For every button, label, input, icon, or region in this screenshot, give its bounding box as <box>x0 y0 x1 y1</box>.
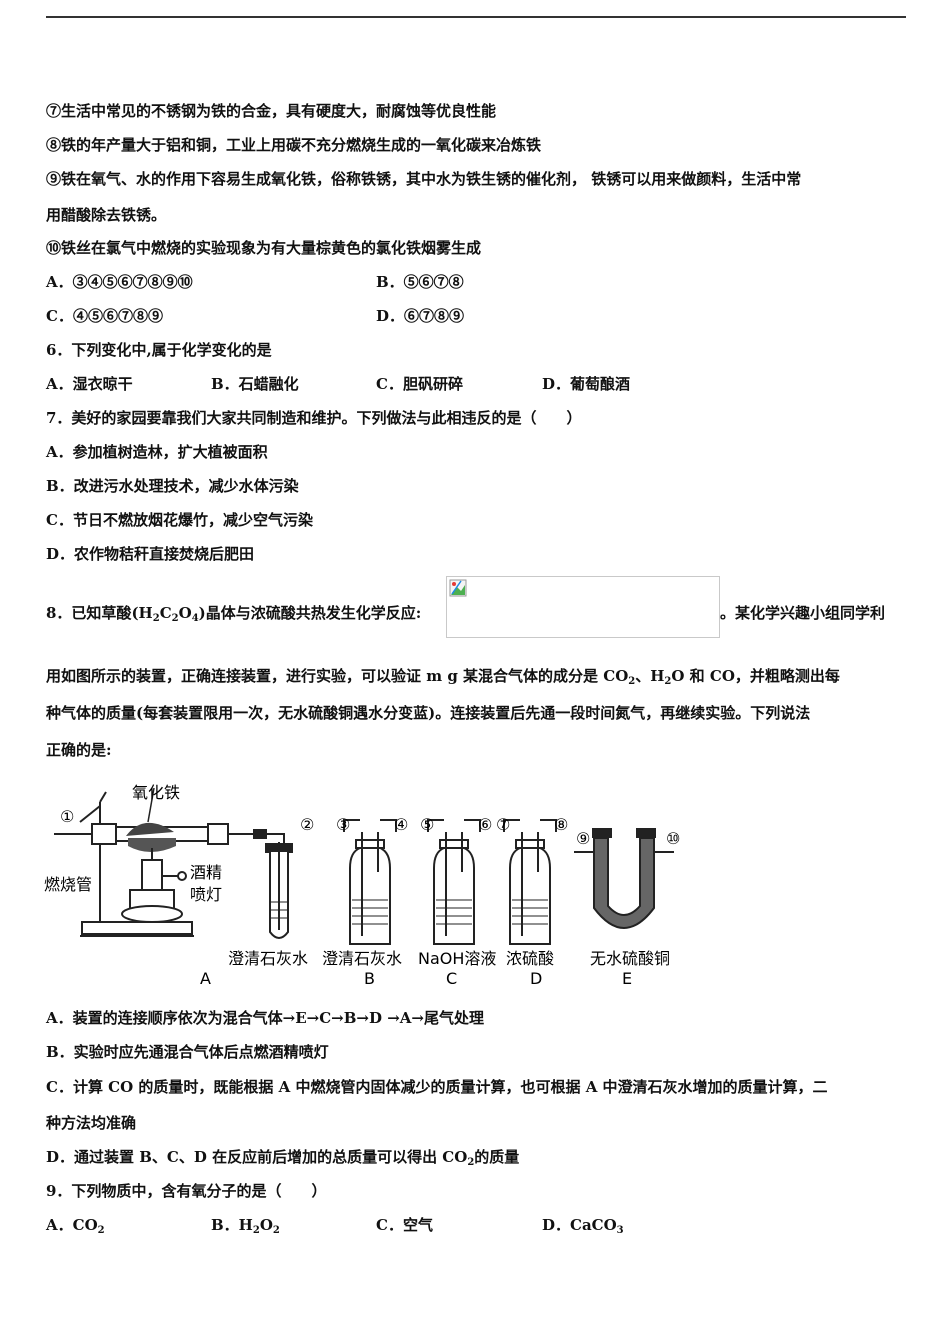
reagent-label-e: 无水硫酸铜 <box>590 949 670 968</box>
broken-image-icon <box>449 579 467 597</box>
subscript: 2 <box>171 613 179 624</box>
q6-option-d: D．葡萄酿酒 <box>542 375 631 393</box>
q8-option-d-part: 的质量 <box>474 1148 520 1166</box>
q8-stem: 8．已知草酸(H2C2O4)晶体与浓硫酸共热发生化学反应: <box>46 603 421 629</box>
u-tube-e <box>574 828 674 929</box>
q9-option-c: C．空气 <box>376 1216 433 1234</box>
subscript: 2 <box>467 1157 475 1168</box>
reaction-equation-image <box>446 576 720 638</box>
port-label: ⑥ <box>478 815 492 834</box>
q7-stem: 7．美好的家园要靠我们大家共同制造和维护。下列做法与此相违反的是（ ） <box>46 409 582 427</box>
subscript: 4 <box>191 613 199 624</box>
text-line: ⑦生活中常见的不锈钢为铁的合金，具有硬度大，耐腐蚀等优良性能 <box>46 102 497 120</box>
q5-option-a: A．③④⑤⑥⑦⑧⑨⑩ <box>46 273 193 291</box>
text-line: ⑧铁的年产量大于铝和铜，工业上用碳不充分燃烧生成的一氧化碳来冶炼铁 <box>46 136 542 154</box>
q9-option-b-part: O <box>259 1216 273 1234</box>
q8-stem-continued: 。某化学兴趣小组同学利 <box>720 604 886 622</box>
apparatus-diagram: ① ② ③ ④ ⑤ ⑥ ⑦ ⑧ ⑨ ⑩ 氧化铁 酒精 喷灯 燃烧管 澄清石灰水 … <box>44 783 680 988</box>
q8-line-part: O 和 CO，并粗略测出每 <box>671 667 840 685</box>
q6-option-c: C．胆矾研碎 <box>376 375 463 393</box>
q7-option-a: A．参加植树造林，扩大植被面积 <box>46 443 268 461</box>
q7-option-b: B．改进污水处理技术，减少水体污染 <box>46 477 299 495</box>
subscript: 2 <box>272 1225 280 1236</box>
q8-line: 正确的是: <box>46 741 112 759</box>
port-label: ④ <box>394 815 408 834</box>
device-letter: E <box>622 969 632 988</box>
reagent-label-d: 浓硫酸 <box>506 949 554 968</box>
text-line: ⑩铁丝在氯气中燃烧的实验现象为有大量棕黄色的氯化铁烟雾生成 <box>46 239 482 257</box>
q9-option-b: B．H2O2 <box>211 1215 280 1241</box>
subscript: 2 <box>152 613 160 624</box>
q5-option-b: B．⑤⑥⑦⑧ <box>376 273 464 291</box>
q8-option-b: B．实验时应先通混合气体后点燃酒精喷灯 <box>46 1043 329 1061</box>
text-line: ⑨铁在氧气、水的作用下容易生成氧化铁，俗称铁锈，其中水为铁生锈的催化剂， 铁锈可… <box>46 170 802 188</box>
device-letter: A <box>200 969 211 988</box>
q6-stem: 6．下列变化中,属于化学变化的是 <box>46 341 272 359</box>
lamp-label: 酒精 <box>190 863 222 882</box>
tube-label: 燃烧管 <box>44 875 92 894</box>
q9-option-a: A．CO2 <box>46 1215 105 1241</box>
text-line: 用醋酸除去铁锈。 <box>46 206 167 224</box>
reagent-label-c: NaOH溶液 <box>418 949 496 968</box>
wash-bottle-b <box>343 819 397 945</box>
q8-stem-part: )晶体与浓硫酸共热发生化学反应: <box>198 604 422 622</box>
q8-line-part: 用如图所示的装置，正确连接装置，进行实验，可以验证 m g 某混合气体的成分是 … <box>46 667 629 685</box>
q8-option-c: C．计算 CO 的质量时，既能根据 A 中燃烧管内固体减少的质量计算，也可根据 … <box>46 1078 828 1096</box>
device-letter: C <box>446 969 457 988</box>
q8-stem-part: 8．已知草酸(H <box>46 604 153 622</box>
port-label: ⑧ <box>554 815 568 834</box>
port-label: ⑤ <box>420 815 434 834</box>
q9-option-d: D．CaCO3 <box>542 1215 624 1241</box>
wash-bottle-c <box>427 819 481 945</box>
iron-oxide-sample <box>126 787 176 852</box>
port-label: ⑨ <box>576 829 590 848</box>
iron-oxide-label: 氧化铁 <box>132 783 180 802</box>
test-tube-a <box>265 842 293 939</box>
reagent-label-a: 澄清石灰水 <box>228 949 308 968</box>
q8-option-d: D．通过装置 B、C、D 在反应前后增加的总质量可以得出 CO2的质量 <box>46 1147 519 1173</box>
top-rule <box>46 16 906 18</box>
q8-stem-part: O <box>178 604 192 622</box>
q9-option-a-part: A．CO <box>46 1216 98 1234</box>
subscript: 2 <box>97 1225 105 1236</box>
q9-option-b-part: B．H <box>211 1216 253 1234</box>
q7-option-c: C．节日不燃放烟花爆竹，减少空气污染 <box>46 511 313 529</box>
subscript: 2 <box>252 1225 260 1236</box>
iron-stand <box>79 791 193 935</box>
subscript: 2 <box>664 676 672 687</box>
lamp-label: 喷灯 <box>190 885 222 904</box>
q9-stem: 9．下列物质中，含有氧分子的是（ ） <box>46 1182 327 1200</box>
subscript: 3 <box>616 1225 624 1236</box>
q8-line: 种气体的质量(每套装置限用一次，无水硫酸铜遇水分变蓝)。连接装置后先通一段时间氮… <box>46 704 811 722</box>
alcohol-blast-lamp <box>121 848 187 923</box>
q8-stem-part: C <box>159 604 172 622</box>
q7-option-d: D．农作物秸秆直接焚烧后肥田 <box>46 545 255 563</box>
port-label: ② <box>300 815 314 834</box>
device-letter: D <box>530 969 542 988</box>
q8-option-d-part: D．通过装置 B、C、D 在反应前后增加的总质量可以得出 CO <box>46 1148 468 1166</box>
port-label: ③ <box>336 815 350 834</box>
port-label: ① <box>60 807 74 826</box>
q5-option-c: C．④⑤⑥⑦⑧⑨ <box>46 307 163 325</box>
q8-option-c-cont: 种方法均准确 <box>46 1114 137 1132</box>
q8-line-part: 、H <box>635 667 665 685</box>
port-label: ⑩ <box>666 829 680 848</box>
q6-option-b: B．石蜡融化 <box>211 375 299 393</box>
q9-option-d-part: D．CaCO <box>542 1216 617 1234</box>
device-letter: B <box>364 969 375 988</box>
q8-option-a: A．装置的连接顺序依次为混合气体→E→C→B→D →A→尾气处理 <box>46 1009 484 1027</box>
port-label: ⑦ <box>496 815 510 834</box>
q5-option-d: D．⑥⑦⑧⑨ <box>376 307 465 325</box>
subscript: 2 <box>628 676 636 687</box>
q8-line: 用如图所示的装置，正确连接装置，进行实验，可以验证 m g 某混合气体的成分是 … <box>46 666 840 692</box>
wash-bottle-d <box>503 819 557 945</box>
reagent-label-b: 澄清石灰水 <box>322 949 402 968</box>
q6-option-a: A．湿衣晾干 <box>46 375 133 393</box>
